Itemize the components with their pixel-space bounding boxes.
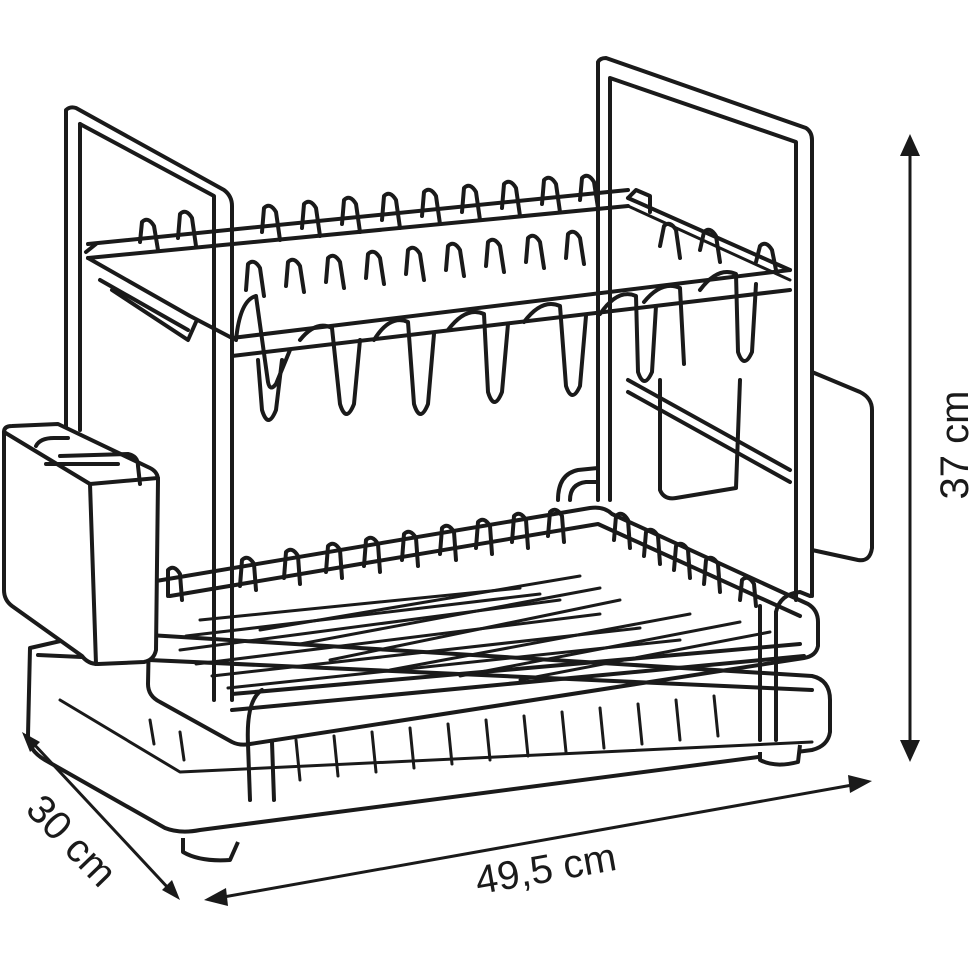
board-slot bbox=[658, 378, 742, 501]
upper-rack-mid-tines bbox=[244, 229, 586, 298]
cutlery-holder bbox=[2, 422, 160, 666]
left-upright-frame bbox=[64, 105, 234, 702]
arrow-down-right-icon bbox=[162, 880, 180, 900]
height-label: 37 cm bbox=[933, 391, 970, 500]
arrow-left-icon bbox=[204, 888, 228, 906]
depth-dimension-line bbox=[30, 740, 172, 892]
arrow-up-left-icon bbox=[22, 732, 40, 752]
right-upright-frame bbox=[596, 56, 814, 602]
arrow-down-icon bbox=[900, 740, 920, 762]
lower-rack-back-tines bbox=[166, 507, 758, 608]
lower-rack bbox=[146, 466, 820, 802]
tray-foot-right bbox=[758, 744, 802, 767]
lower-rack-floor-wires bbox=[178, 574, 772, 690]
drip-tray bbox=[26, 630, 832, 863]
arrow-right-icon bbox=[848, 775, 872, 793]
width-label: 49,5 cm bbox=[472, 835, 620, 903]
upper-rack-front-tines bbox=[234, 270, 758, 422]
tray-foot-front bbox=[181, 838, 240, 863]
knife-holder bbox=[810, 370, 874, 563]
width-dimension-line bbox=[217, 782, 859, 900]
upper-rack-back-tines bbox=[138, 173, 778, 272]
arrow-up-icon bbox=[900, 134, 920, 156]
lower-rack-front-tines bbox=[148, 694, 720, 782]
depth-label: 30 cm bbox=[18, 787, 125, 896]
height-dimension: 37 cm bbox=[900, 134, 970, 762]
